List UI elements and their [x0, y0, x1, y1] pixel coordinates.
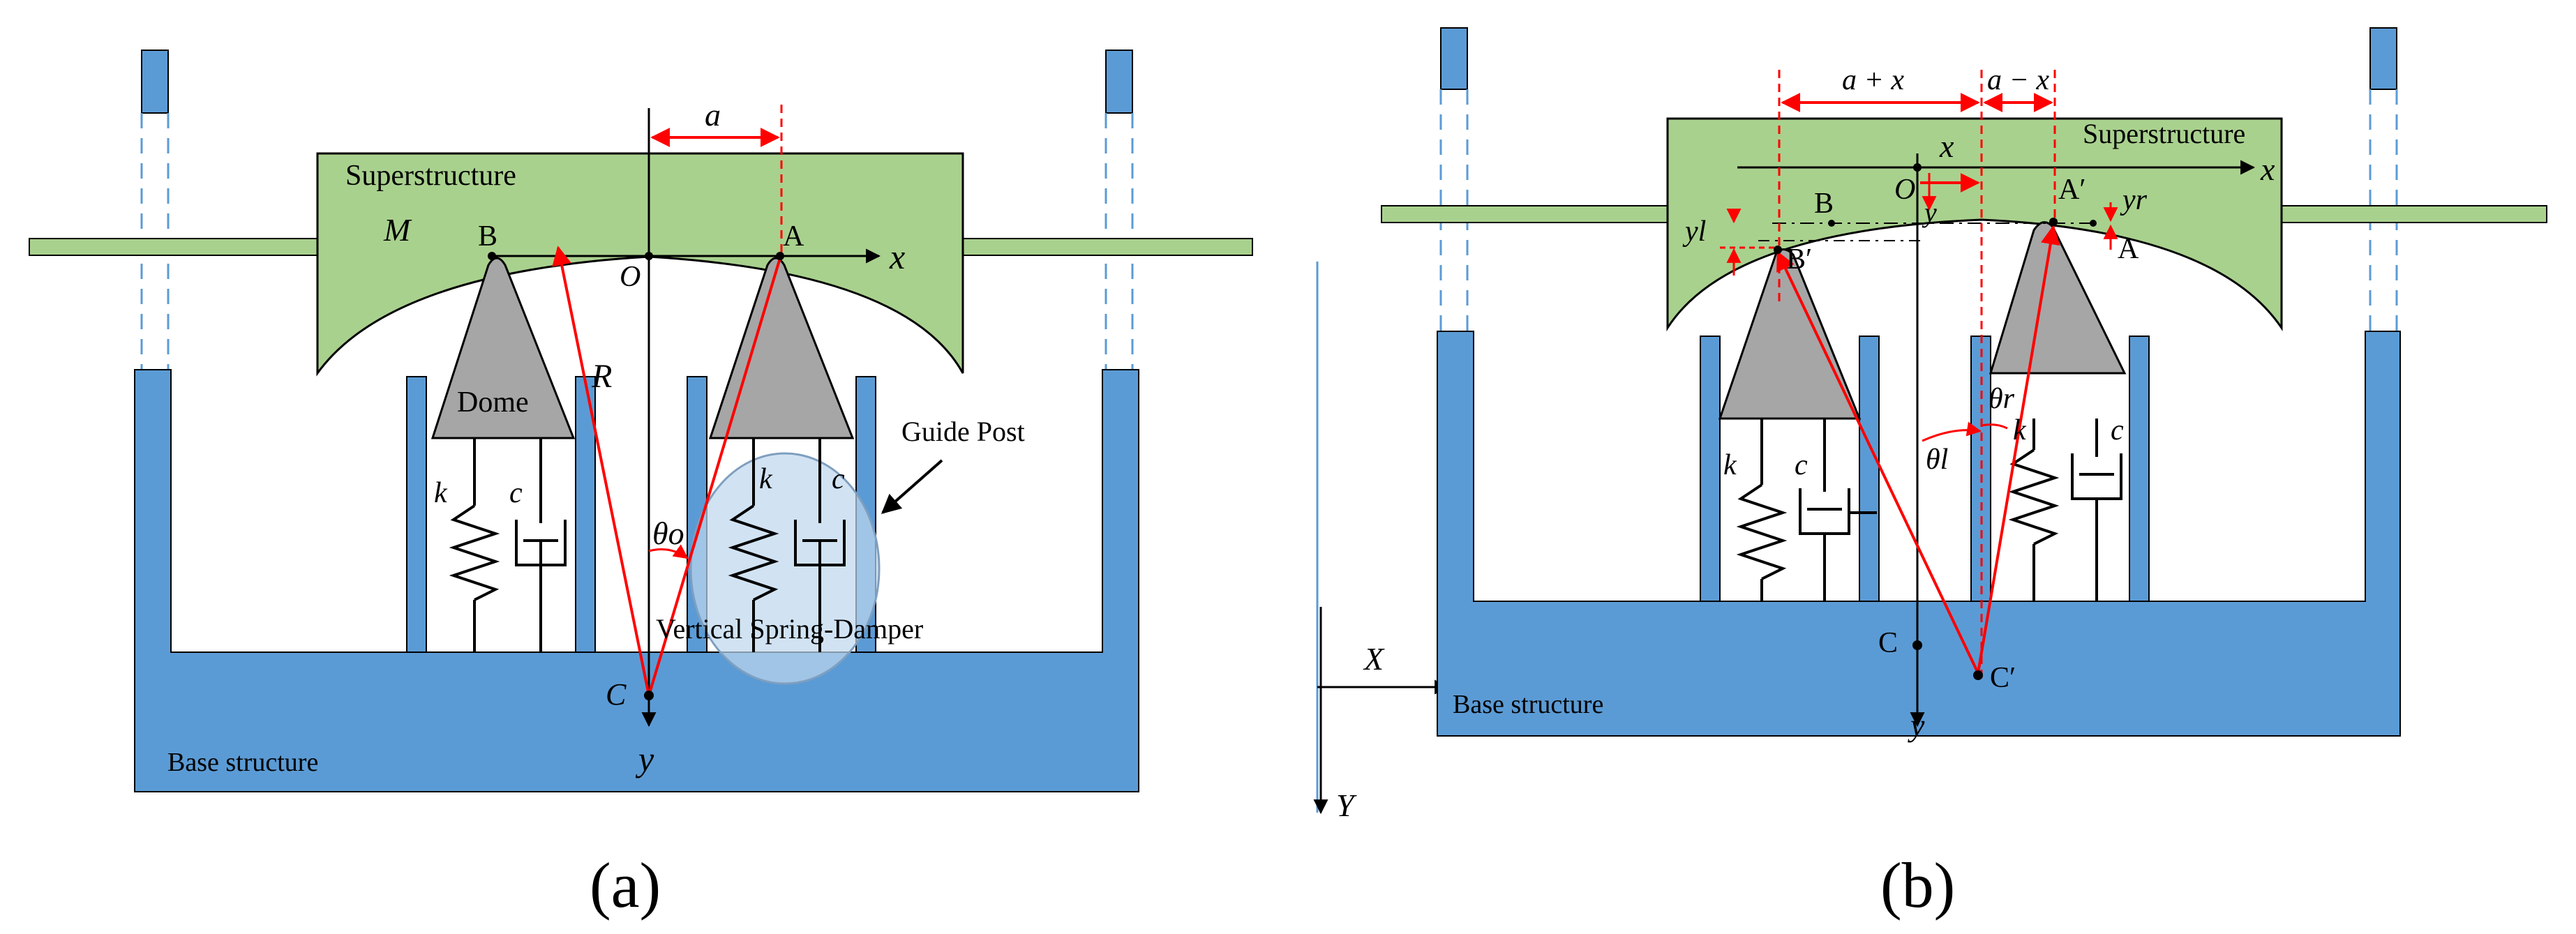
radius-line-cb — [552, 246, 650, 696]
global-x-label: X — [1363, 641, 1385, 677]
inner-guide-a1 — [406, 376, 427, 653]
radius-line-ca — [647, 257, 781, 696]
right-outer-post-top-b — [2369, 27, 2397, 90]
point-a-prime-dot — [2049, 218, 2058, 226]
global-y-label: Y — [1336, 788, 1357, 823]
angle-theta-o: θo — [652, 515, 684, 551]
point-a-dot — [2090, 220, 2097, 227]
disp-y-label: y — [1922, 197, 1937, 228]
right-outer-post-top — [1105, 50, 1133, 114]
damper-c-left-a: c — [509, 477, 523, 509]
dim-a-label: a — [705, 97, 721, 133]
caption-a: (a) — [590, 850, 661, 921]
point-c-b — [1912, 640, 1922, 650]
center-label-b: C — [1878, 627, 1898, 659]
panel-a: Superstructure M B A O x y R a Dome k c … — [29, 50, 1253, 921]
spring-damper-right-over — [728, 436, 846, 652]
beam-left — [29, 238, 323, 256]
y-left-label: yl — [1682, 216, 1706, 248]
spring-k-left-b: k — [1723, 449, 1737, 481]
dome-left — [430, 257, 576, 439]
axis-y-label-b: y — [1908, 707, 1925, 743]
angle-arc-l — [1922, 421, 1982, 442]
disp-x-label: x — [1939, 128, 1954, 164]
spring-k-right-b: k — [2013, 414, 2027, 446]
dim-a-plus-x-label: a + x — [1842, 64, 1904, 96]
damper-c-left-b: c — [1795, 449, 1808, 481]
spring-damper-left-b — [1736, 419, 1877, 601]
inner-guide-a2 — [575, 376, 596, 653]
panel-b: X Y — [1313, 27, 2547, 921]
base-structure — [134, 369, 1139, 792]
axis-x-label-a: x — [889, 237, 905, 276]
radius-label: R — [591, 358, 612, 395]
beam-right-b — [2239, 205, 2547, 223]
point-a-dot-a — [776, 252, 784, 260]
superstructure-label-b: Superstructure — [2083, 118, 2245, 149]
center-label-a: C — [606, 677, 627, 711]
guide-post-label: Guide Post — [901, 416, 1025, 447]
mass-label: M — [383, 212, 412, 248]
base-structure-b — [1437, 331, 2401, 737]
superstructure-label-a: Superstructure — [345, 160, 516, 192]
inner-guide-b1 — [1700, 336, 1721, 602]
point-o-b — [1913, 163, 1922, 172]
damper-c-right-a: c — [832, 463, 845, 495]
beam-left-b — [1381, 205, 1675, 223]
spring-k-left-a: k — [434, 477, 448, 509]
origin-label-b: O — [1894, 174, 1915, 206]
origin-label-a: O — [620, 261, 641, 293]
point-b-dot-a — [488, 252, 496, 260]
point-b-dot — [1828, 220, 1835, 227]
angle-theta-r: θr — [1989, 383, 2015, 415]
point-b-prime-dot — [1774, 246, 1782, 254]
point-c-prime — [1973, 670, 1983, 680]
guide-post-highlight — [689, 452, 881, 685]
point-b-prime-label: B′ — [1786, 243, 1812, 276]
base-label-a: Base structure — [167, 748, 318, 777]
left-outer-post-top — [141, 50, 169, 114]
y-right-label: yr — [2120, 184, 2148, 216]
dome-label: Dome — [457, 386, 529, 419]
caption-b: (b) — [1880, 850, 1955, 921]
dome-right-b — [1989, 221, 2127, 375]
point-a-prime-label: A′ — [2058, 174, 2086, 206]
radius-cb-prime — [1776, 250, 1979, 674]
spring-damper-right-b — [2008, 419, 2122, 601]
point-a-label-a: A — [783, 220, 804, 253]
guide-post-pointer — [881, 459, 943, 514]
damper-c-right-b: c — [2111, 414, 2124, 446]
point-b-label-a: B — [478, 220, 497, 253]
vertical-spring-damper-label: Vertical Spring-Damper — [656, 613, 923, 645]
axis-y-label-a: y — [635, 739, 654, 778]
axis-x-label-b: x — [2260, 151, 2275, 187]
point-o-a — [645, 252, 653, 260]
radius-ca-prime — [1977, 225, 2060, 674]
inner-guide-b2 — [1859, 336, 1880, 602]
left-outer-post-top-b — [1440, 27, 1468, 90]
angle-theta-l: θl — [1926, 444, 1948, 476]
spring-damper-left — [449, 436, 567, 652]
superstructure-b — [1666, 117, 2283, 332]
base-label-b: Base structure — [1453, 690, 1603, 719]
point-c-a — [644, 691, 654, 700]
center-prime-label: C′ — [1990, 662, 2016, 694]
point-a-label-b: A — [2118, 233, 2139, 265]
spring-k-right-a: k — [759, 463, 773, 495]
inner-guide-b4 — [2129, 336, 2150, 602]
angle-arc-r — [1981, 423, 2008, 430]
dim-a-minus-x-label: a − x — [1987, 64, 2049, 96]
point-b-label-b: B — [1814, 188, 1834, 220]
angle-arc-a — [648, 544, 689, 559]
beam-right — [959, 238, 1253, 256]
